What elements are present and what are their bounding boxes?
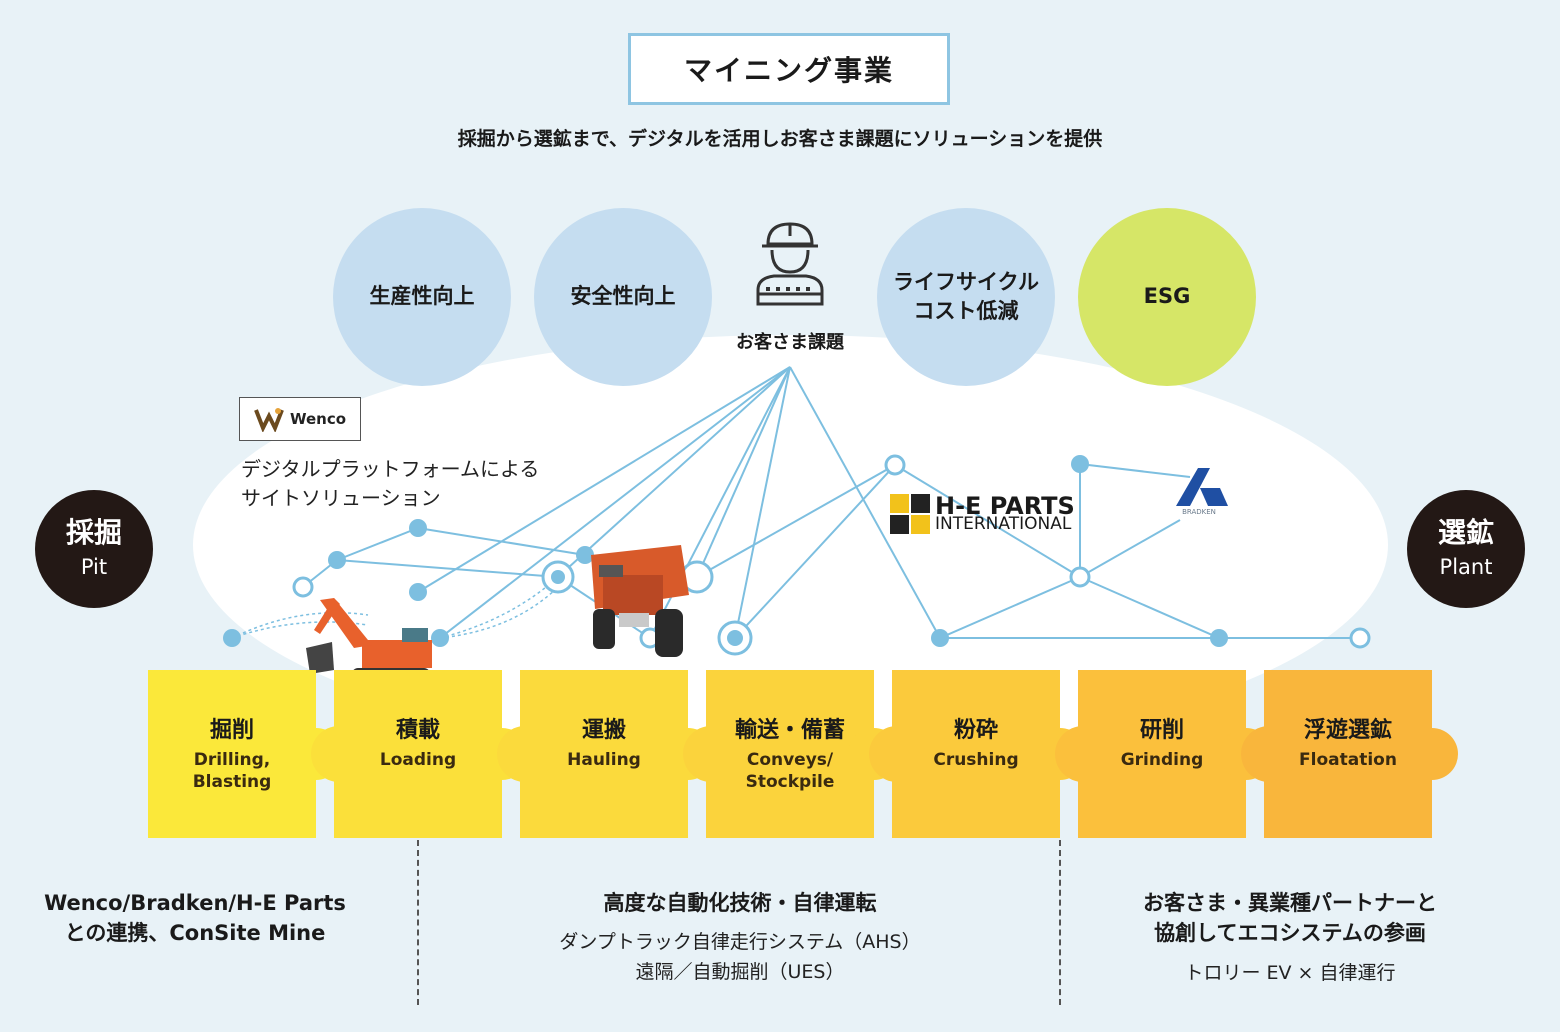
- puzzle-notch: [497, 726, 553, 782]
- pit-jp: 採掘: [65, 515, 122, 549]
- wenco-logo-text: Wenco: [289, 410, 347, 428]
- heparts-name: H-E PARTS: [935, 492, 1075, 520]
- bradken-logo-icon: [1176, 468, 1228, 506]
- worker-icon: [756, 222, 824, 306]
- bottom-left-text: Wenco/Bradken/H-E Parts との連携、ConSite Min…: [44, 891, 346, 946]
- puzzle-notch: [311, 726, 367, 782]
- plant-circle: 選鉱 Plant: [1407, 490, 1525, 608]
- challenge-productivity: 生産性向上: [333, 208, 511, 386]
- wenco-mark-icon: [254, 408, 284, 432]
- bottom-center-text: 高度な自動化技術・自律運転 ダンプトラック自律走行システム（AHS） 遠隔／自動…: [559, 891, 921, 983]
- puzzle-notch: [683, 726, 739, 782]
- process-loading: 積載 Loading: [334, 670, 502, 838]
- puzzle-notch: [1241, 726, 1297, 782]
- divider-left: [417, 840, 419, 1005]
- divider-right: [1059, 840, 1061, 1005]
- challenge-safety: 安全性向上: [534, 208, 712, 386]
- puzzle-notch: [869, 726, 925, 782]
- plant-en: Plant: [1439, 555, 1493, 580]
- puzzle-knob: [1406, 728, 1458, 780]
- haul-truck-image: [591, 545, 689, 657]
- challenge-lifecycle-cost: ライフサイクル コスト低減: [877, 208, 1055, 386]
- process-drilling: 掘削 Drilling, Blasting: [148, 670, 316, 838]
- page-title: マイニング事業: [628, 33, 950, 105]
- pit-en: Pit: [80, 555, 108, 580]
- heparts-mark-icon: [890, 494, 930, 534]
- bradken-name: BRADKEN: [1182, 508, 1216, 516]
- pit-circle: 採掘 Pit: [35, 490, 153, 608]
- challenge-esg: ESG: [1078, 208, 1256, 386]
- plant-jp: 選鉱: [1437, 515, 1494, 549]
- page-subtitle: 採掘から選鉱まで、デジタルを活用しお客さま課題にソリューションを提供: [457, 128, 1103, 150]
- puzzle-notch: [1055, 726, 1111, 782]
- wenco-logo: Wenco: [239, 397, 361, 441]
- wenco-description: デジタルプラットフォームによる サイトソリューション: [241, 457, 540, 510]
- bottom-right-text: お客さま・異業種パートナーと 協創してエコシステムの参画 トロリー EV × 自…: [1143, 891, 1437, 984]
- heparts-sub: INTERNATIONAL: [935, 514, 1072, 534]
- customer-challenge-label: お客さま課題: [736, 332, 844, 353]
